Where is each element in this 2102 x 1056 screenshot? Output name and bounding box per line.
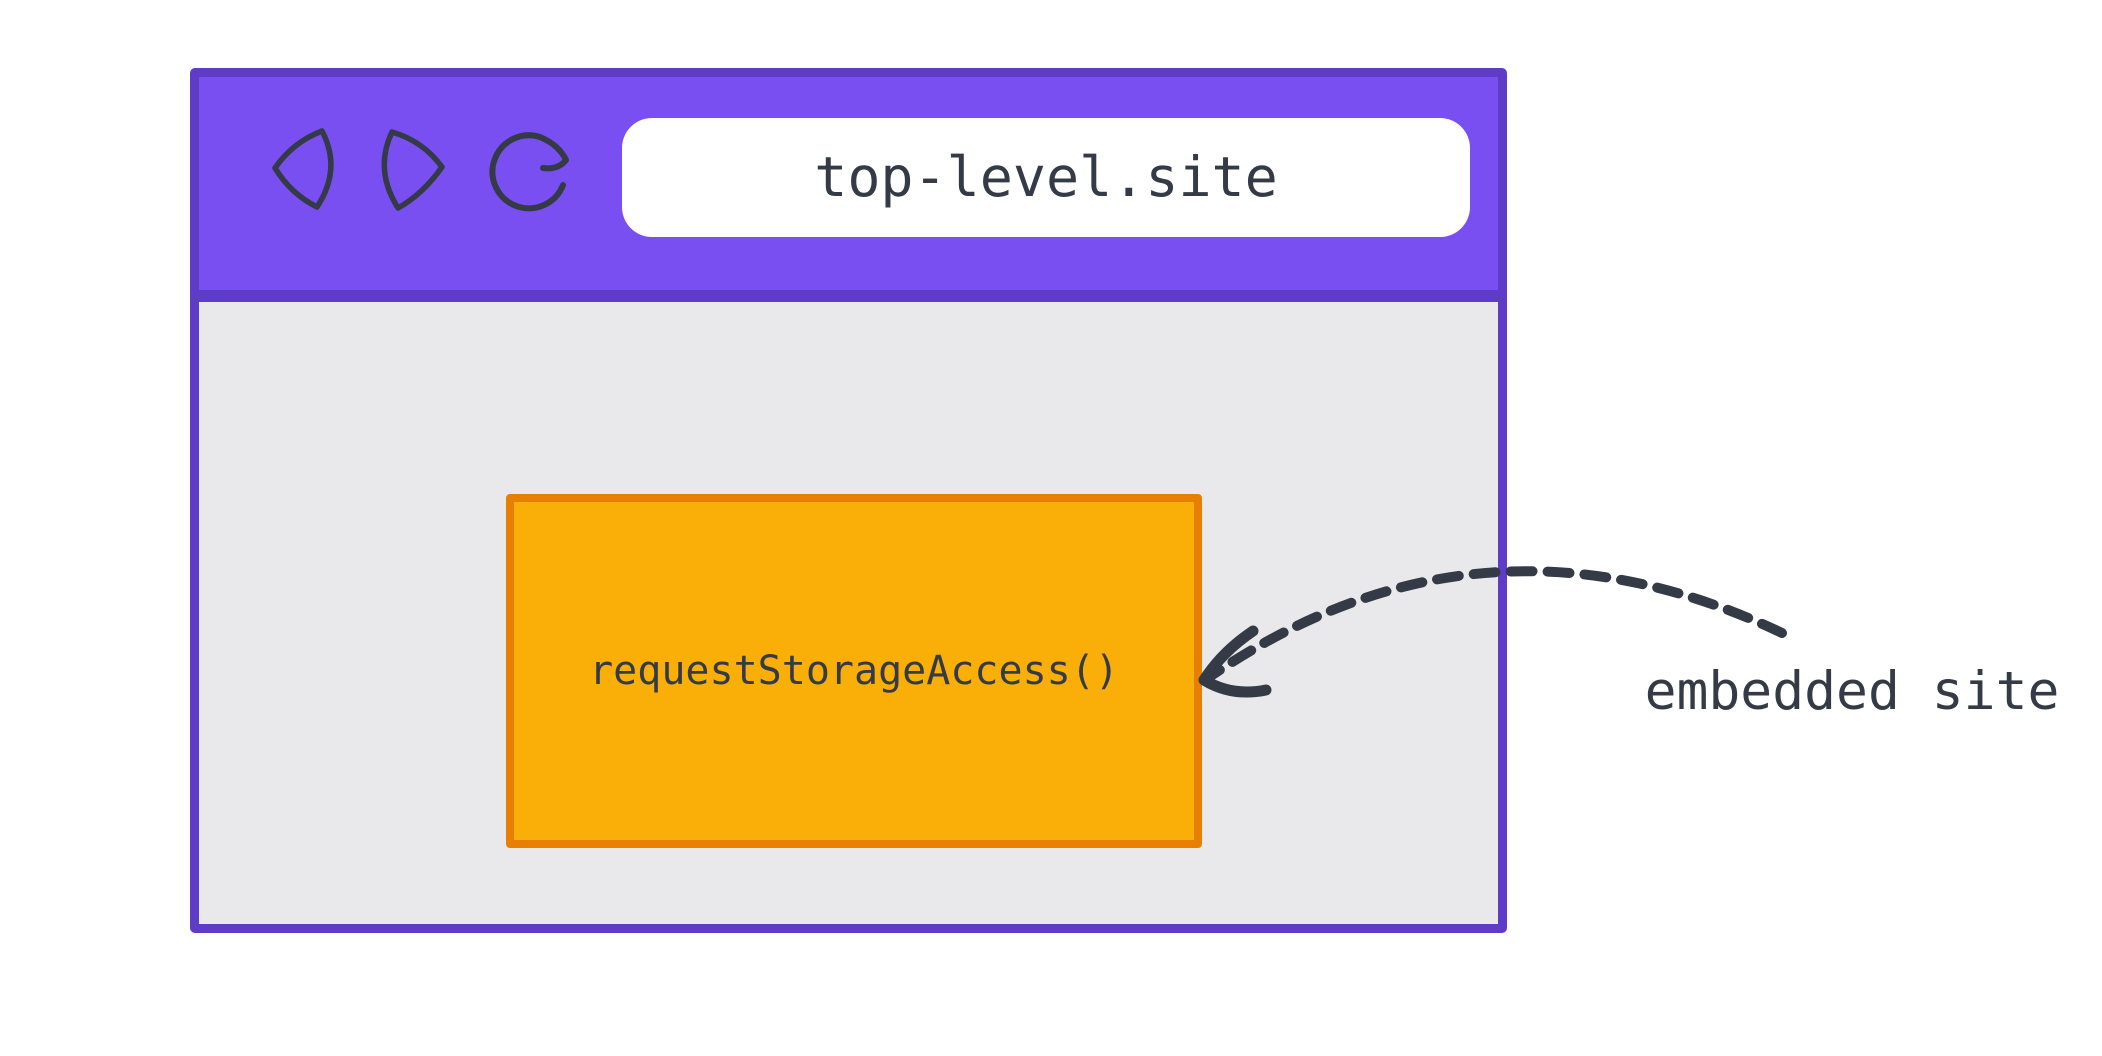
browser-window: top-level.site requestStorageAccess() bbox=[190, 68, 1507, 933]
back-button[interactable] bbox=[263, 118, 347, 218]
browser-toolbar: top-level.site bbox=[199, 77, 1498, 302]
address-bar[interactable]: top-level.site bbox=[622, 118, 1470, 237]
embedded-frame-label: requestStorageAccess() bbox=[589, 648, 1119, 694]
back-icon bbox=[272, 128, 334, 210]
forward-icon bbox=[381, 129, 445, 211]
reload-icon bbox=[489, 132, 569, 212]
forward-button[interactable] bbox=[368, 118, 452, 218]
embedded-frame[interactable]: requestStorageAccess() bbox=[506, 494, 1202, 848]
browser-viewport: requestStorageAccess() bbox=[199, 302, 1498, 924]
reload-button[interactable] bbox=[481, 123, 577, 223]
address-url: top-level.site bbox=[814, 145, 1278, 209]
embedded-site-label: embedded site bbox=[1644, 661, 2060, 722]
